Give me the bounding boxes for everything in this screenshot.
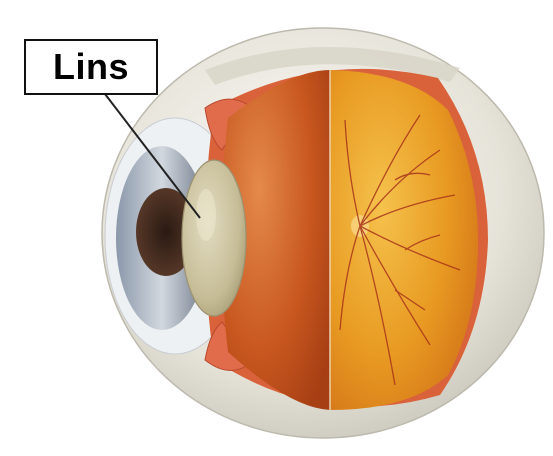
lens-label: Lins bbox=[53, 49, 129, 85]
lens bbox=[182, 160, 246, 316]
lens-label-box: Lins bbox=[24, 39, 158, 95]
